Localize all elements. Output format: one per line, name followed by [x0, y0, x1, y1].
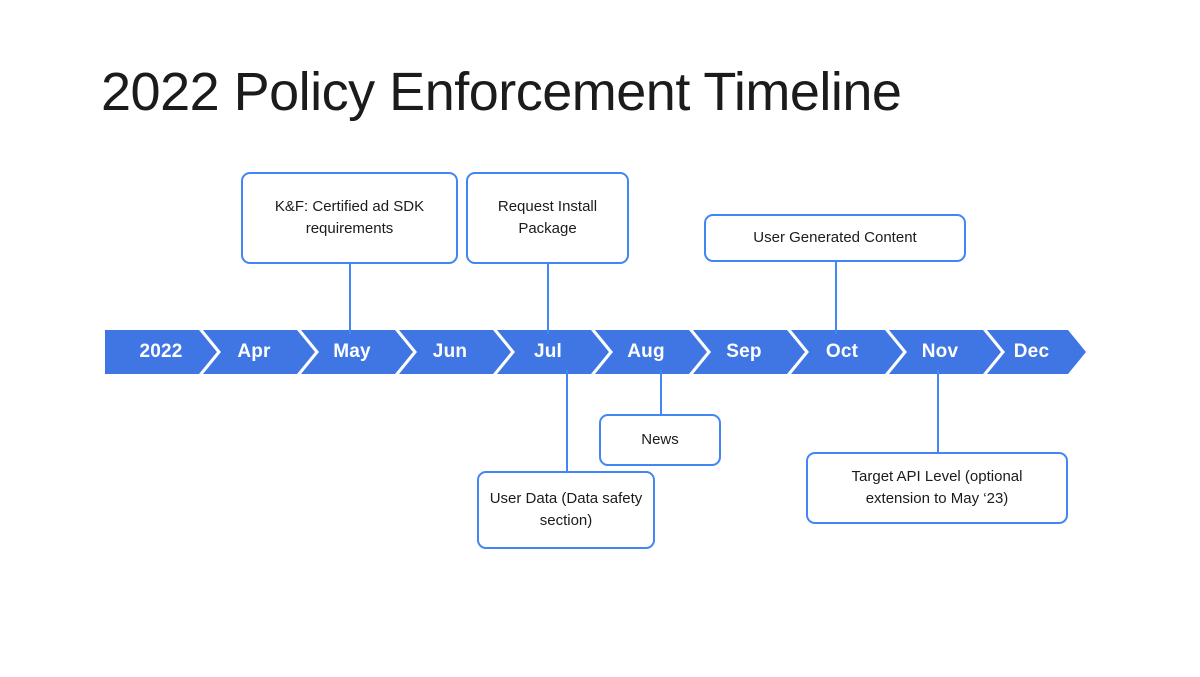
- timeline-segment-label: May: [333, 341, 371, 362]
- callout-label: User Generated Content: [753, 229, 917, 246]
- timeline-segment-label: Jul: [533, 341, 563, 362]
- callout-label: Target API Level (optional extension to …: [851, 468, 1023, 507]
- callout-label: User Data (Data safety section): [489, 490, 643, 529]
- timeline-segment-aug[interactable]: Aug: [595, 330, 707, 374]
- timeline-segment-label: Nov: [921, 341, 959, 362]
- connector-request-install-package: [547, 264, 549, 334]
- connector-user-data-data-safety-section: [566, 370, 568, 471]
- connector-news: [660, 370, 662, 414]
- callout-user-generated-content[interactable]: User Generated Content: [704, 214, 966, 262]
- callout-news[interactable]: News: [599, 414, 721, 466]
- callout-k-f-certified-ad-sdk-requirements[interactable]: K&F: Certified ad SDK requirements: [241, 172, 458, 264]
- timeline-segment-label: Jun: [432, 341, 468, 362]
- timeline-segment-2022[interactable]: 2022: [105, 330, 217, 374]
- callout-label: Request Install Package: [497, 198, 598, 237]
- callout-label: K&F: Certified ad SDK requirements: [274, 198, 425, 237]
- timeline-segment-dec[interactable]: Dec: [987, 330, 1086, 374]
- timeline-bar: 2022 Apr May Jun Jul Aug Sep Oct Nov Dec: [105, 330, 1086, 374]
- timeline-segment-apr[interactable]: Apr: [203, 330, 315, 374]
- connector-target-api-level-optional-extension-to-m: [937, 370, 939, 452]
- timeline-segment-jul[interactable]: Jul: [497, 330, 609, 374]
- page-title: 2022 Policy Enforcement Timeline: [101, 62, 902, 122]
- timeline-segment-label: Dec: [1013, 341, 1050, 362]
- timeline-segment-label: Oct: [825, 341, 859, 362]
- callout-target-api-level-optional-extension-to-m[interactable]: Target API Level (optional extension to …: [806, 452, 1068, 524]
- timeline-segment-oct[interactable]: Oct: [791, 330, 903, 374]
- timeline-segment-label: Sep: [726, 341, 762, 362]
- timeline-segment-may[interactable]: May: [301, 330, 413, 374]
- callout-label: News: [641, 431, 679, 448]
- timeline-segment-label: Aug: [627, 341, 665, 362]
- timeline-segment-label: 2022: [139, 341, 183, 362]
- timeline-segment-nov[interactable]: Nov: [889, 330, 1001, 374]
- connector-k-f-certified-ad-sdk-requirements: [349, 264, 351, 334]
- callout-user-data-data-safety-section[interactable]: User Data (Data safety section): [477, 471, 655, 549]
- callout-request-install-package[interactable]: Request Install Package: [466, 172, 629, 264]
- timeline-segment-label: Apr: [237, 341, 271, 362]
- connector-user-generated-content: [835, 262, 837, 334]
- timeline-segment-jun[interactable]: Jun: [399, 330, 511, 374]
- timeline-segment-sep[interactable]: Sep: [693, 330, 805, 374]
